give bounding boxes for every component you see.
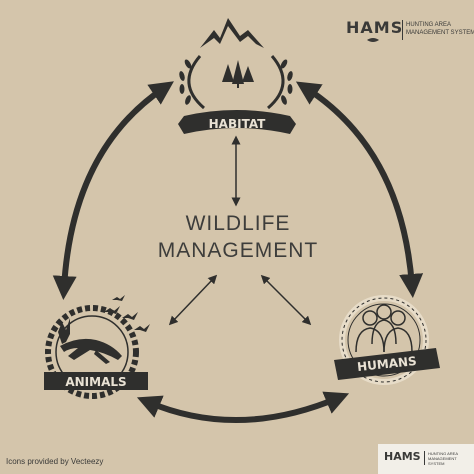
humans-emblem: HUMANS [334,295,440,385]
people-icon [355,304,413,353]
logo-divider [402,20,403,40]
humans-label: HUMANS [356,354,417,374]
hams-logo-bottom: HAMS HUNTING AREA MANAGEMENT SYSTEM [378,444,474,474]
animals-banner [44,372,148,390]
logo-bottom-subtitle: HUNTING AREA MANAGEMENT SYSTEM [428,451,458,466]
inner-arrow-humans [260,274,312,326]
deer-icon [58,318,122,364]
hams-logo-top: HAMS HUNTING AREA MANAGEMENT SYSTEM [346,18,474,44]
center-title-line1: WILDLIFE [185,212,291,235]
leaf-icon [367,38,379,42]
animals-emblem: ANIMALS [44,295,150,399]
icon-credit: Icons provided by Vecteezy [6,457,104,466]
cycle-arrow-habitat-animals [52,81,174,300]
center-title: WILDLIFE MANAGEMENT [140,210,336,264]
habitat-label: HABITAT [209,117,267,131]
humans-banner [334,348,440,380]
habitat-banner [178,110,296,134]
logo-brand: HAMS [346,18,404,37]
wheat-wreath-icon [187,55,285,110]
cycle-arrow-animals-humans [136,391,350,424]
animals-label: ANIMALS [65,375,126,389]
inner-arrow-animals [168,274,218,326]
logo-bottom-divider [424,451,425,465]
cycle-arrow-habitat-humans [295,81,424,298]
center-title-line2: MANAGEMENT [157,239,319,262]
birds-icon [104,295,150,332]
logo-bottom-brand: HAMS [384,450,421,463]
mountain-icon [200,18,264,48]
trees-icon [222,60,254,88]
logo-subtitle: HUNTING AREA MANAGEMENT SYSTEM [406,22,474,36]
habitat-emblem: HABITAT [178,18,296,134]
